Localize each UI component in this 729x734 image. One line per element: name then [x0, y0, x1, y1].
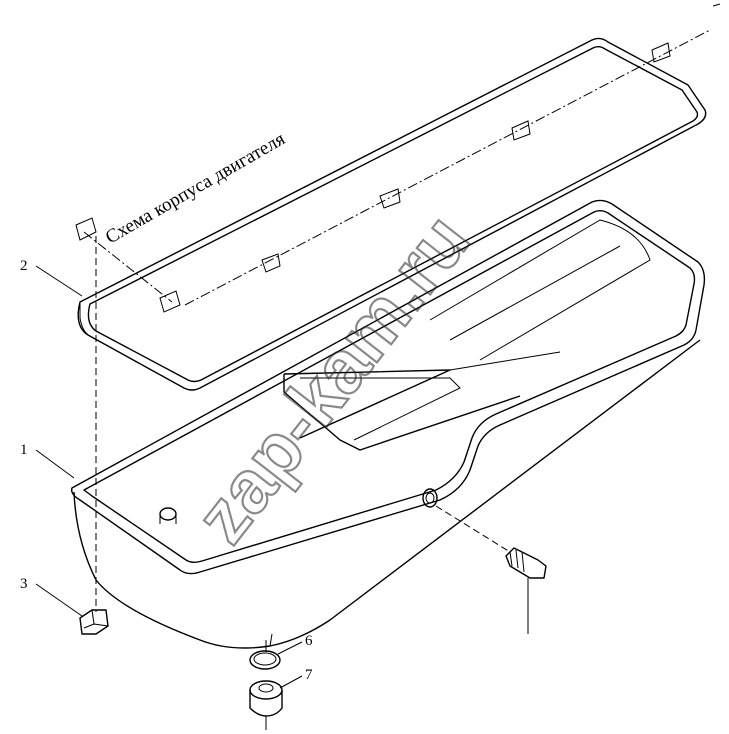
clip-part-3	[79, 236, 109, 635]
callout-label-6: 6	[305, 633, 313, 649]
plug-part-right	[435, 505, 547, 634]
callout-leaders	[35, 265, 303, 689]
callout-label-2: 2	[20, 258, 28, 274]
gasket-part-2	[75, 29, 711, 391]
callout-label-7: 7	[305, 667, 313, 683]
callout-label-3: 3	[20, 576, 28, 592]
plug-part-7	[249, 640, 283, 730]
callout-label-1: 1	[20, 442, 28, 458]
diagram-title: Схема корпуса двигателя	[102, 128, 289, 248]
corner-mark	[712, 3, 721, 7]
washer-part-6	[249, 650, 281, 670]
oil-pan-part-1	[70, 199, 706, 649]
